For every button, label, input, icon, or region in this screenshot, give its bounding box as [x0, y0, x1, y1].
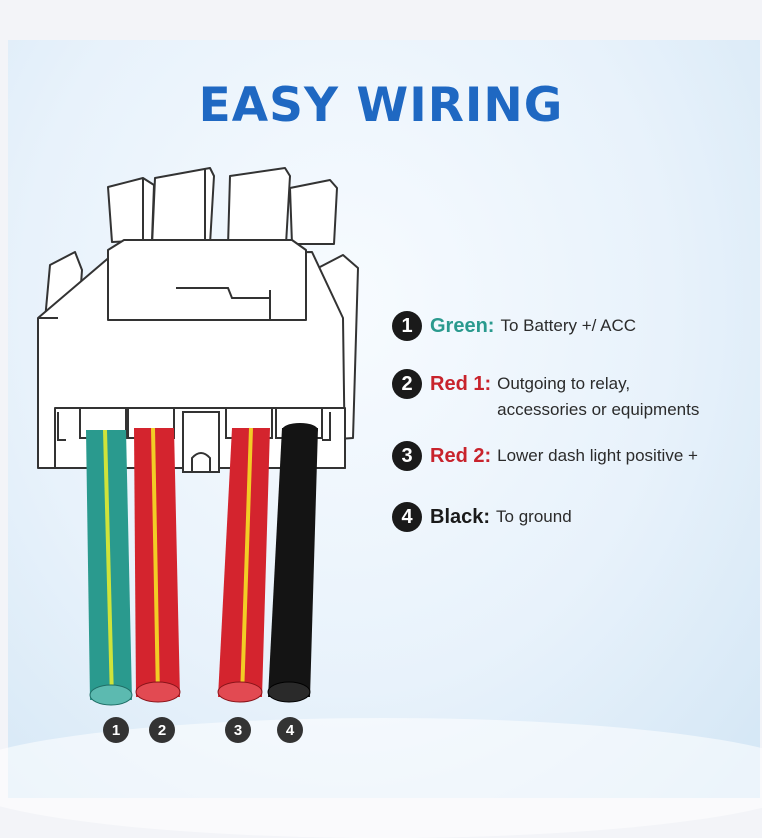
- legend-name: Green:: [430, 315, 495, 337]
- legend-name: Red 2:: [430, 445, 492, 467]
- wire-red-2: [217, 427, 270, 703]
- legend-name: Black:: [430, 506, 491, 528]
- legend-desc: Outgoing to relay, accessories or equipm…: [497, 374, 700, 419]
- legend-item-black: 4 Black: To ground: [392, 502, 572, 532]
- wire-green: [86, 429, 133, 706]
- legend-name: Red 1:: [430, 373, 492, 395]
- connector-details: [38, 168, 331, 473]
- legend-badge: 3: [392, 441, 422, 471]
- legend-item-red-1: 2 Red 1: Outgoing to relay, accessories …: [392, 369, 699, 423]
- legend-badge: 4: [392, 502, 422, 532]
- wire-number-4: 4: [277, 717, 303, 743]
- wire-number-2: 2: [149, 717, 175, 743]
- legend-desc: To Battery +/ ACC: [500, 316, 637, 335]
- wire-red-1: [134, 427, 181, 703]
- page-title: EASY WIRING: [198, 78, 564, 133]
- wire-black: [267, 423, 318, 703]
- wire-number-1: 1: [103, 717, 129, 743]
- legend-item-red-2: 3 Red 2: Lower dash light positive +: [392, 441, 698, 471]
- legend-desc: Lower dash light positive +: [497, 446, 698, 465]
- legend-badge: 2: [392, 369, 422, 399]
- legend-badge: 1: [392, 311, 422, 341]
- legend-item-green: 1 Green: To Battery +/ ACC: [392, 311, 636, 341]
- wire-number-3: 3: [225, 717, 251, 743]
- connector-diagram: [37, 167, 359, 706]
- legend-desc: To ground: [496, 507, 572, 526]
